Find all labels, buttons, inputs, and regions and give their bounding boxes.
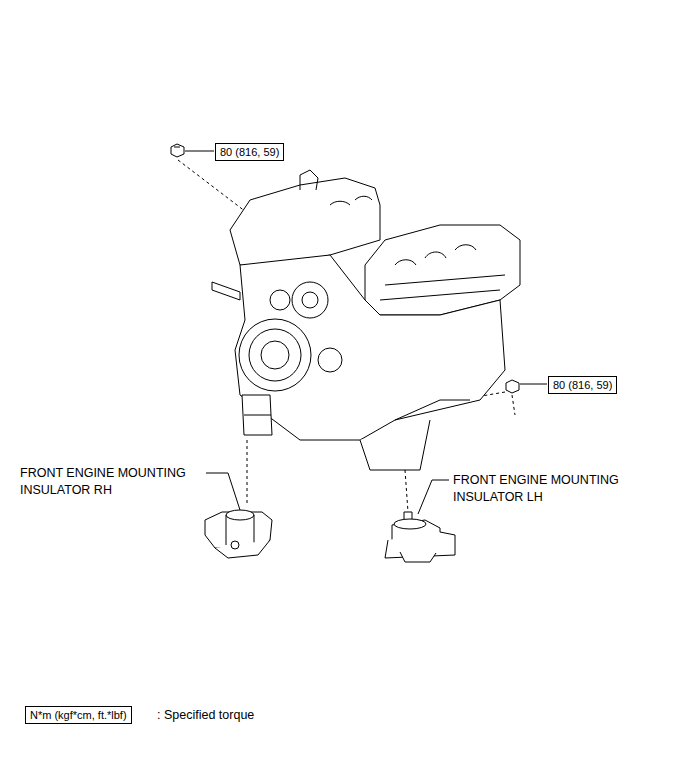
dashed-line [512, 395, 515, 415]
dashed-line [405, 470, 408, 512]
leader-line [206, 473, 240, 510]
leader-line [520, 384, 547, 385]
torque-value: N*m (kgf*cm, ft.*lbf) [30, 709, 127, 721]
torque-box: 80 (816, 59) [548, 376, 617, 394]
legend-note: : Specified torque [157, 707, 254, 724]
nut [506, 380, 519, 393]
dashed-line [178, 160, 250, 215]
insulator-rh [205, 510, 272, 558]
torque-box: 80 (816, 59) [215, 143, 284, 161]
torque-value: 80 (816, 59) [220, 146, 279, 158]
part-name: FRONT ENGINE MOUNTING INSULATOR RH [20, 465, 208, 499]
insulator-lh [385, 512, 455, 562]
torque-value: 80 (816, 59) [553, 379, 612, 391]
torque-box: N*m (kgf*cm, ft.*lbf) [25, 706, 132, 724]
nut [171, 144, 184, 157]
part-name: FRONT ENGINE MOUNTING INSULATOR LH [453, 472, 643, 506]
leader-line [185, 151, 214, 152]
engine [212, 170, 520, 470]
leader-line [418, 480, 449, 514]
dashed-line [247, 440, 248, 505]
